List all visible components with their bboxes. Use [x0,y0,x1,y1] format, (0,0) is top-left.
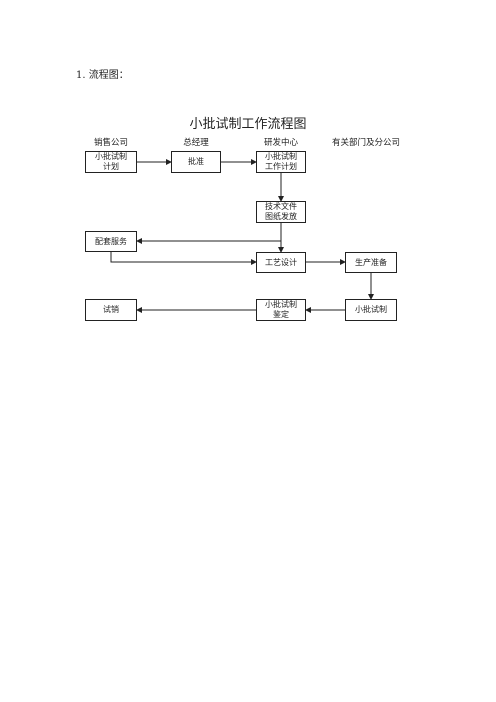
node-trial-sales-plan: 小批试制 计划 [85,151,137,173]
node-production-prep: 生产准备 [345,252,397,273]
column-header-sales: 销售公司 [93,138,129,148]
diagram-title: 小批试制工作流程图 [189,117,307,132]
node-trial-work-plan: 小批试制 工作计划 [256,151,306,173]
arrow-techdocs-to-support [136,223,282,244]
node-trial-sales: 试销 [85,299,137,321]
column-header-rd: 研发中心 [263,138,299,148]
node-trial-production: 小批试制 [345,299,397,321]
section-heading: 1. 流程图： [76,70,129,81]
node-support-services: 配套服务 [85,231,137,252]
node-trial-appraisal: 小批试制 鉴定 [256,299,306,321]
node-tech-docs: 技术文件 图纸发放 [256,201,306,223]
node-process-design: 工艺设计 [256,252,306,273]
column-header-gm: 总经理 [183,138,209,148]
column-header-depts: 有关部门及分公司 [331,138,401,148]
node-approval: 批准 [171,151,221,173]
arrow-support-to-process [110,252,257,265]
